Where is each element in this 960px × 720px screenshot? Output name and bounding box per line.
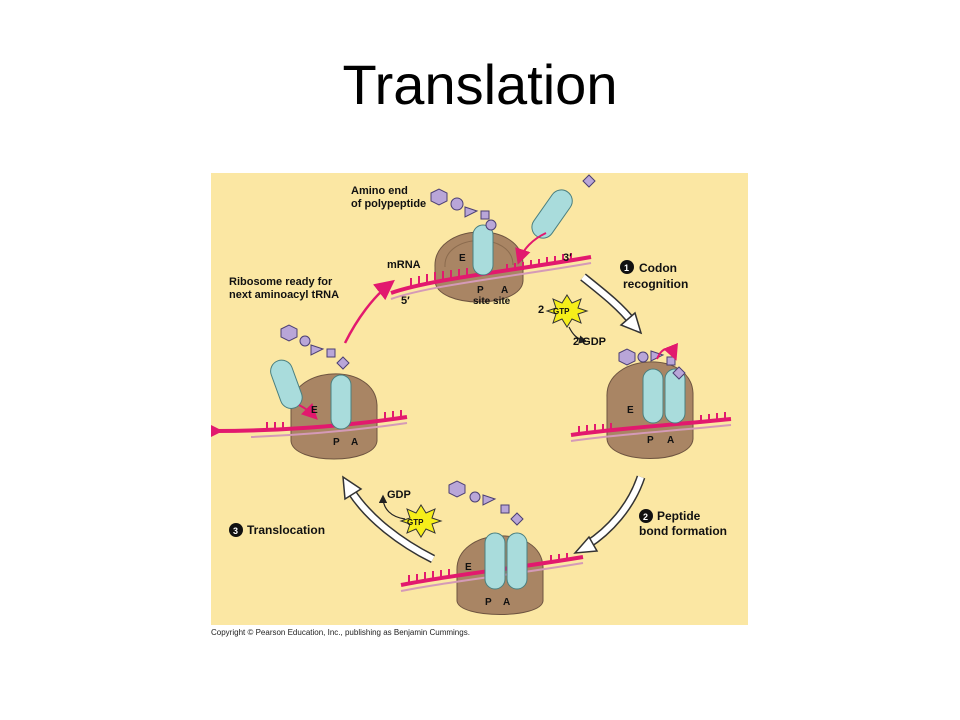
step2-label-1: Peptide bbox=[657, 509, 701, 523]
two-gdp-label: 2 GDP bbox=[573, 336, 606, 348]
step3-number: 3 bbox=[233, 526, 238, 536]
bottom-a-site-label: A bbox=[503, 597, 510, 608]
translation-cycle-svg: Amino end of polypeptide mRNA 3′ 5′ E P … bbox=[211, 174, 732, 615]
ribosome-ready-label-1: Ribosome ready for bbox=[229, 276, 333, 288]
gtp-star-top bbox=[545, 294, 589, 344]
amino-end-label-1: Amino end bbox=[351, 185, 408, 197]
slide-title: Translation bbox=[342, 53, 618, 116]
step3-badge bbox=[229, 523, 243, 537]
ribosome-right bbox=[570, 342, 732, 459]
right-e-site-label: E bbox=[627, 405, 634, 416]
left-p-site-label: P bbox=[333, 437, 340, 448]
step1-label-1: Codon bbox=[639, 261, 677, 275]
left-e-site-label: E bbox=[311, 405, 318, 416]
step2-label-2: bond formation bbox=[639, 524, 727, 538]
ribosome-left bbox=[211, 324, 408, 460]
gtp-count-label: 2 bbox=[538, 304, 544, 316]
step2-badge bbox=[639, 509, 653, 523]
right-p-site-label: P bbox=[647, 435, 654, 446]
gtp-label-bottom: GTP bbox=[407, 518, 424, 527]
top-e-site-label: E bbox=[459, 253, 466, 264]
five-prime-label: 5′ bbox=[401, 295, 410, 307]
step2-number: 2 bbox=[643, 512, 648, 522]
right-a-site-label: A bbox=[667, 435, 674, 446]
three-prime-label: 3′ bbox=[563, 252, 572, 264]
top-a-site-label: A bbox=[501, 285, 508, 296]
amino-end-label-2: of polypeptide bbox=[351, 198, 426, 210]
cycle-arrows bbox=[342, 273, 646, 564]
translation-diagram: Amino end of polypeptide mRNA 3′ 5′ E P … bbox=[211, 173, 748, 625]
bottom-p-site-label: P bbox=[485, 597, 492, 608]
gtp-label-top: GTP bbox=[553, 307, 570, 316]
copyright-notice: Copyright © Pearson Education, Inc., pub… bbox=[211, 628, 470, 637]
mrna-label: mRNA bbox=[387, 259, 421, 271]
ribosome-bottom bbox=[400, 480, 584, 615]
ribosome-top bbox=[390, 174, 596, 303]
left-a-site-label: A bbox=[351, 437, 358, 448]
site-site-label: site site bbox=[473, 296, 511, 307]
step1-number: 1 bbox=[624, 263, 629, 273]
gdp-label: GDP bbox=[387, 489, 411, 501]
step1-label-2: recognition bbox=[623, 277, 688, 291]
step1-badge bbox=[620, 260, 634, 274]
ribosome-ready-label-2: next aminoacyl tRNA bbox=[229, 289, 339, 301]
gtp-star-bottom bbox=[378, 494, 443, 538]
bottom-e-site-label: E bbox=[465, 562, 472, 573]
step3-label: Translocation bbox=[247, 523, 325, 537]
top-p-site-label: P bbox=[477, 285, 484, 296]
